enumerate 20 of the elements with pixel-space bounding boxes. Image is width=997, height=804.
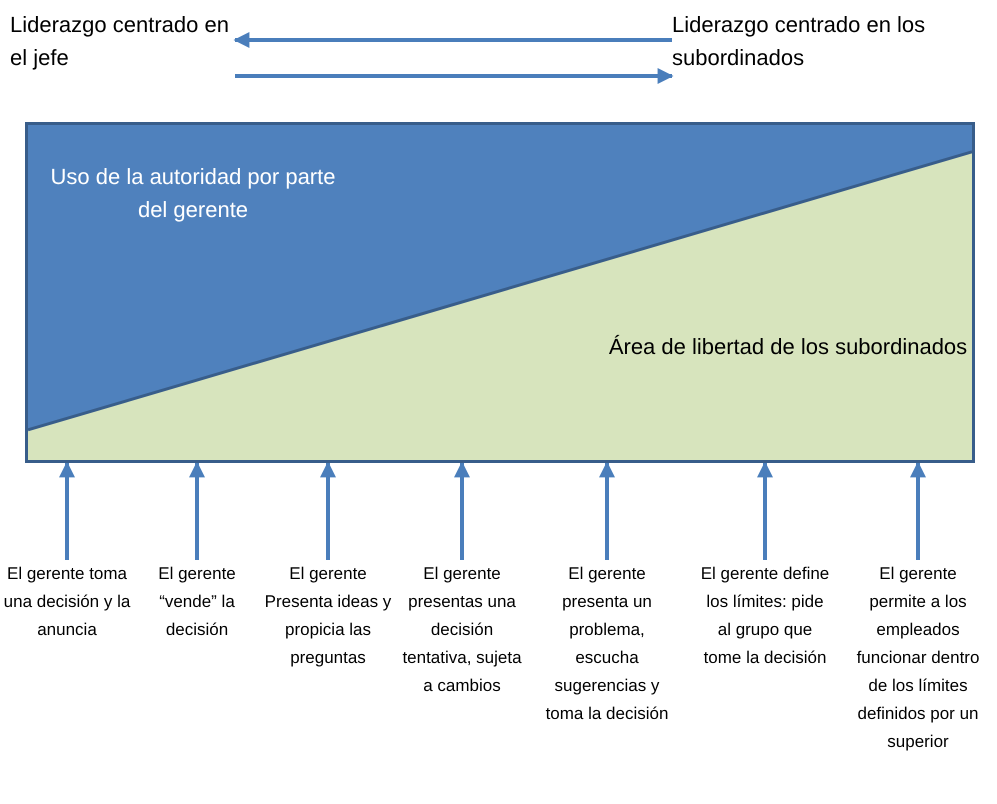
step-description: El gerente “vende” la decisión — [131, 560, 263, 804]
arrow — [910, 461, 926, 560]
arrow — [599, 461, 615, 560]
arrow — [189, 461, 205, 560]
step-description: El gerente presenta un problema, escucha sugerencias y toma la decisión — [541, 560, 673, 804]
region-label: Área de libertad de los subordinados — [608, 330, 968, 420]
step-description: El gerente Presenta ideas y propicia las preguntas — [262, 560, 394, 804]
step-description: El gerente presentas una decisión tentativa, sujeta a cambios — [396, 560, 528, 804]
heading-label: Liderazgo centrado en los subordinados — [672, 8, 962, 88]
arrow — [454, 461, 470, 560]
step-description: El gerente define los límites: pide al grupo que tome la decisión — [699, 560, 831, 804]
region-label: Uso de la autoridad por parte del gerente — [43, 160, 343, 250]
arrow — [320, 461, 336, 560]
step-description: El gerente toma una decisión y la anuncia — [1, 560, 133, 804]
arrow — [59, 461, 75, 560]
step-description: El gerente permite a los empleados funcionar dentro de los límites definidos por un superior — [852, 560, 984, 804]
arrow — [235, 68, 674, 84]
arrow — [233, 32, 672, 48]
arrow — [757, 461, 773, 560]
heading-label: Liderazgo centrado en el jefe — [10, 8, 235, 88]
